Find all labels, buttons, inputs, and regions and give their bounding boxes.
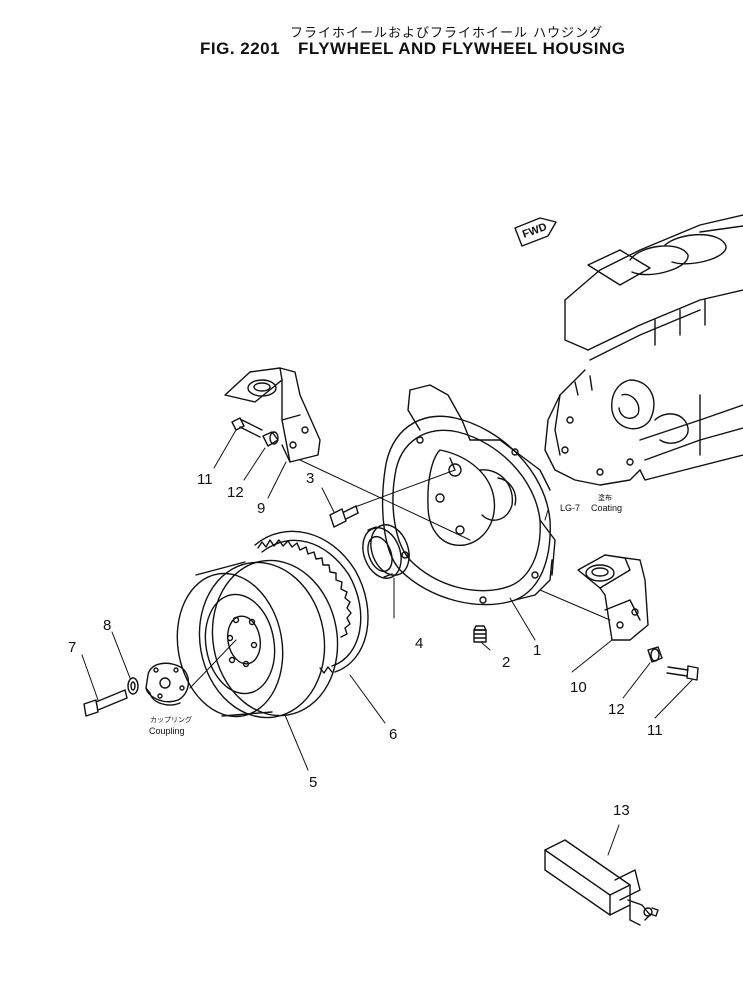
callout-3: 3 — [306, 470, 314, 487]
engine-block — [544, 214, 743, 486]
flywheel — [176, 559, 339, 719]
right-mount-bracket — [577, 554, 649, 641]
callout-6: 6 — [389, 726, 397, 743]
drain-plug — [473, 625, 487, 643]
callout-7: 7 — [68, 639, 76, 656]
washer — [127, 677, 139, 695]
figure-title: FLYWHEEL AND FLYWHEEL HOUSING — [298, 39, 626, 58]
callout-11-left: 11 — [197, 471, 213, 488]
callout-8: 8 — [103, 617, 111, 634]
callout-12-left: 12 — [227, 484, 244, 501]
callout-11-right: 11 — [647, 722, 663, 739]
coating-label: Coating — [591, 503, 622, 513]
ring-gear — [254, 530, 369, 674]
fwd-arrow-tag: FWD — [514, 217, 557, 247]
coupling-japanese: カップリング — [150, 715, 192, 724]
oil-seal — [362, 524, 410, 579]
figure-number: FIG. 2201 — [200, 39, 281, 58]
title-japanese: フライホイールおよびフライホイール ハウジング — [290, 26, 604, 41]
coupling-label: Coupling — [149, 726, 185, 736]
callout-10: 10 — [570, 679, 587, 696]
leader-lines — [81, 429, 693, 856]
callout-1: 1 — [533, 642, 541, 659]
callout-12-right: 12 — [608, 701, 625, 718]
flywheel-housing — [381, 384, 556, 606]
tool — [544, 839, 659, 926]
housing-bolt — [329, 505, 359, 528]
coating-code: LG-7 — [560, 503, 580, 513]
callout-13: 13 — [613, 802, 630, 819]
left-mount-bracket — [224, 367, 321, 463]
right-bracket-bolt — [666, 665, 699, 681]
callout-2: 2 — [502, 654, 510, 671]
callout-4: 4 — [415, 635, 423, 652]
coating-japanese: 塗布 — [598, 493, 612, 502]
flywheel-bolt — [83, 689, 128, 717]
coupling — [145, 662, 189, 706]
left-bracket-bolt — [231, 417, 263, 438]
callout-5: 5 — [309, 774, 317, 791]
left-bracket-spacer — [262, 431, 279, 447]
callout-9: 9 — [257, 500, 265, 517]
right-bracket-spacer — [647, 646, 663, 663]
